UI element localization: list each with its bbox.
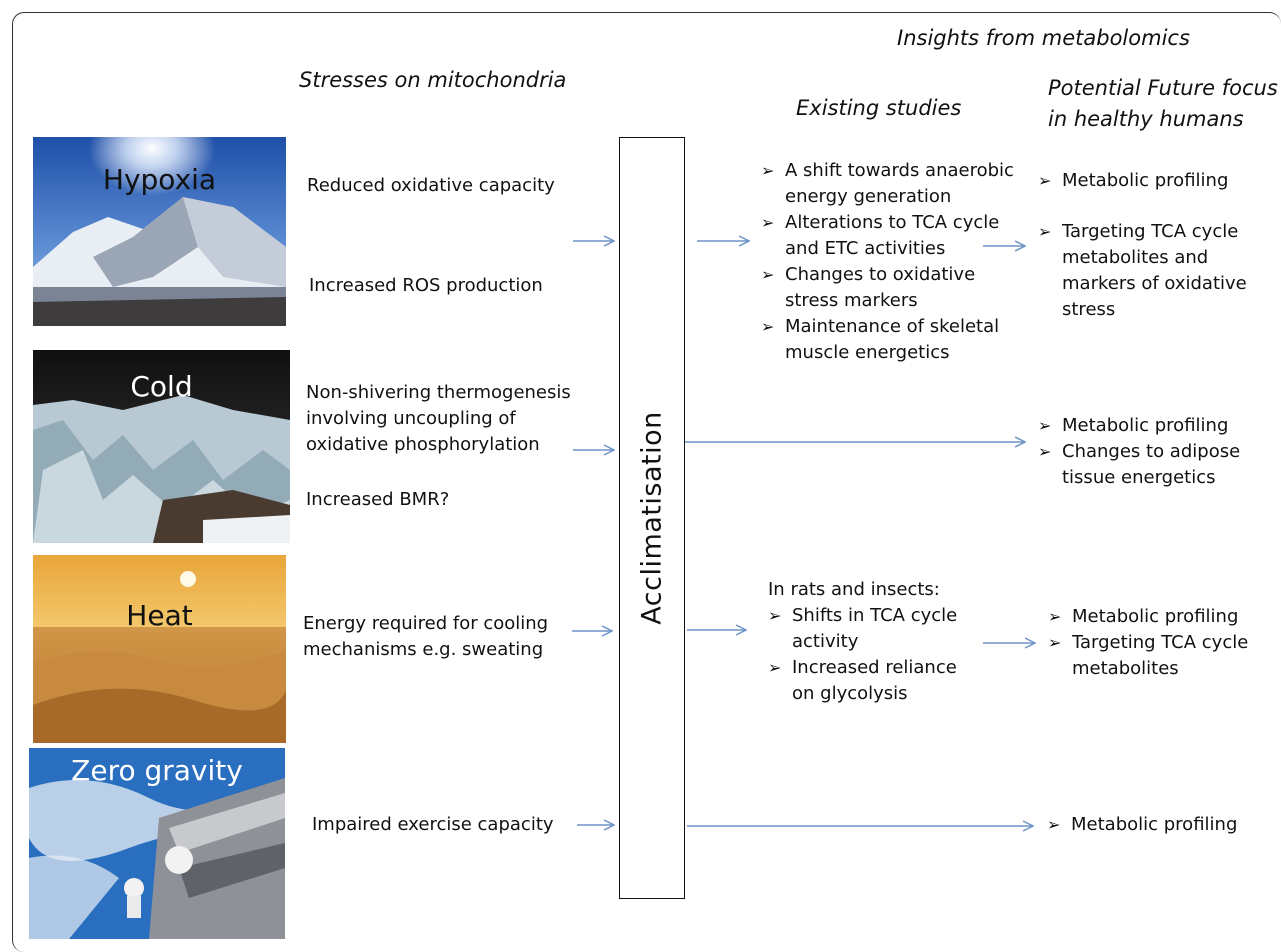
space-station-illustration — [29, 748, 285, 939]
header-future-line1: Potential Future focus — [1048, 76, 1278, 100]
panel-label-cold: Cold — [130, 370, 193, 403]
cold-panel: Cold — [33, 350, 290, 543]
future-heat-list: Metabolic profiling Targeting TCA cyclem… — [1048, 604, 1248, 682]
hypoxia-panel: Hypoxia — [33, 137, 286, 326]
acclimatisation-box: Acclimatisation — [619, 137, 685, 899]
glacier-illustration — [33, 350, 290, 543]
panel-label-hypoxia: Hypoxia — [102, 163, 217, 196]
future-cold-list: Metabolic profiling Changes to adiposeti… — [1038, 413, 1240, 491]
future-hypoxia-list-1: Metabolic profiling — [1038, 168, 1228, 194]
stress-cold-1a: Non-shivering thermogenesis — [306, 382, 571, 403]
panel-label-heat: Heat — [126, 599, 193, 632]
header-insights: Insights from metabolomics — [897, 26, 1190, 50]
header-existing-studies: Existing studies — [796, 96, 962, 120]
list-item: Metabolic profiling — [1048, 604, 1248, 630]
list-item: Metabolic profiling — [1047, 812, 1237, 838]
heat-panel: Heat — [33, 555, 286, 743]
header-stresses: Stresses on mitochondria — [299, 68, 567, 92]
desert-illustration — [33, 555, 286, 743]
list-item: Metabolic profiling — [1038, 413, 1240, 439]
stress-zero-gravity-1: Impaired exercise capacity — [312, 814, 554, 835]
future-zero-gravity-list: Metabolic profiling — [1047, 812, 1237, 838]
stress-heat-1b: mechanisms e.g. sweating — [303, 639, 544, 660]
stress-heat-1a: Energy required for cooling — [303, 613, 549, 634]
list-item: Metabolic profiling — [1038, 168, 1228, 194]
mountain-illustration — [33, 137, 286, 326]
panel-label-zero-gravity: Zero gravity — [71, 754, 243, 787]
stress-hypoxia-1: Reduced oxidative capacity — [307, 175, 555, 196]
figure-frame — [12, 12, 1281, 952]
existing-heat-intro: In rats and insects: — [768, 579, 940, 600]
header-future-line2: in healthy humans — [1048, 107, 1244, 131]
stress-cold-1b: involving uncoupling of — [306, 408, 516, 429]
stress-cold-1c: oxidative phosphorylation — [306, 434, 540, 455]
stress-cold-2: Increased BMR? — [306, 489, 450, 510]
stress-hypoxia-2: Increased ROS production — [309, 275, 543, 296]
zero-gravity-panel: Zero gravity — [29, 748, 285, 939]
